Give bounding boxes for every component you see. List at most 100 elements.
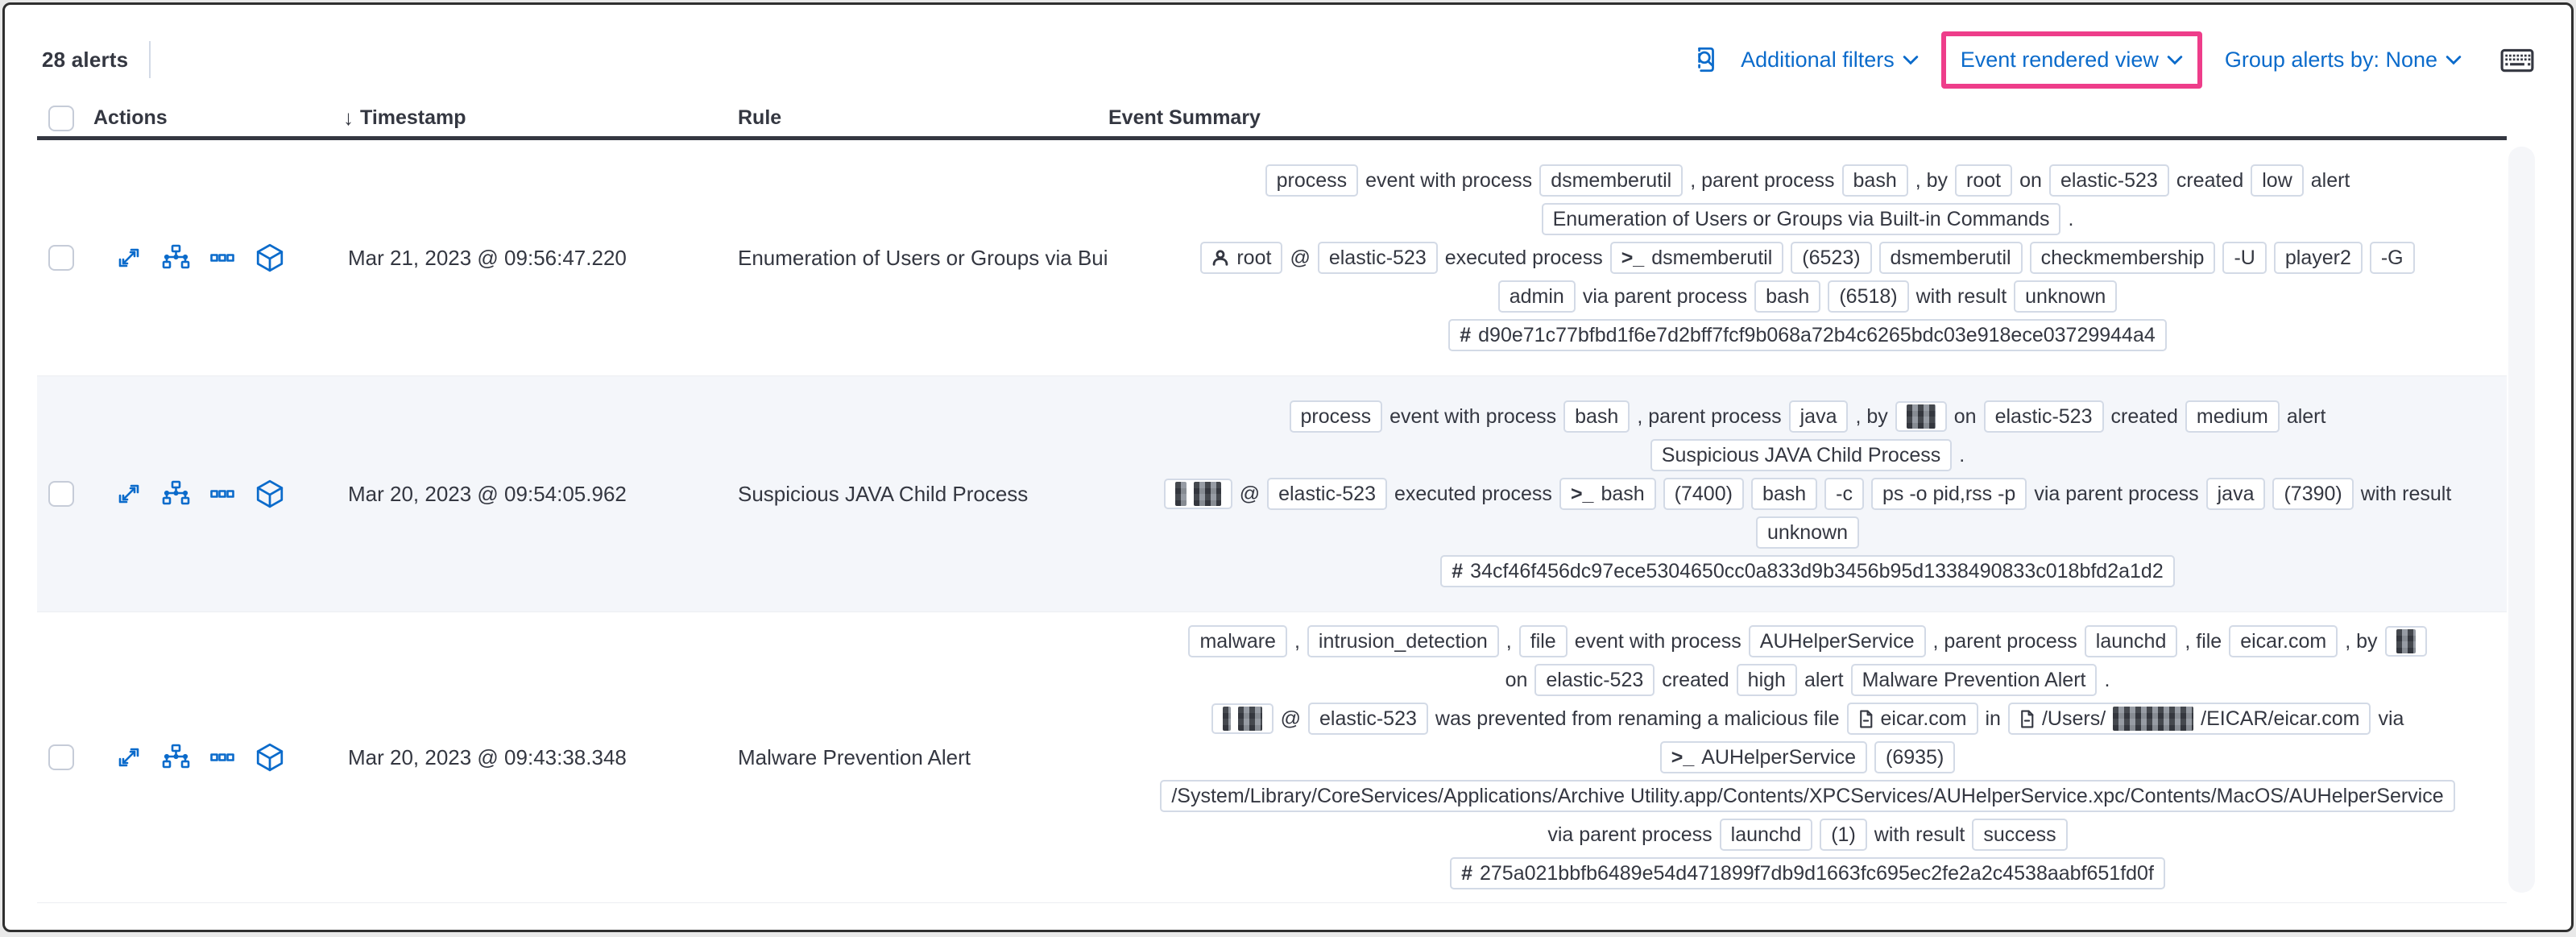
badge-text: (1) (1831, 823, 1856, 846)
badge-text: (6518) (1839, 285, 1898, 308)
badge-text: -G (2380, 247, 2404, 269)
rule-cell[interactable]: Malware Prevention Alert (738, 744, 971, 769)
summary-text: via (2378, 707, 2404, 730)
expand-icon (118, 248, 139, 267)
badge-text: process (1300, 405, 1372, 428)
terminal-icon: >_ (1671, 746, 1695, 769)
event-summary-badge: intrusion_detection (1307, 625, 1499, 657)
investigate-in-timeline-icon (256, 743, 284, 772)
timestamp-cell: Mar 20, 2023 @ 09:54:05.962 (348, 481, 627, 506)
summary-text: with result (1874, 823, 1965, 846)
summary-text: , by (1855, 404, 1888, 428)
event-summary-badge: player2 (2273, 242, 2363, 274)
analyzer-button[interactable] (161, 243, 190, 272)
event-summary-badge: (1) (1820, 819, 1867, 851)
event-summary-badge: bash (1841, 164, 1908, 197)
summary-text: @ (1280, 707, 1301, 730)
event-summary-badge: elastic-523 (1307, 703, 1428, 735)
row-checkbox[interactable] (48, 481, 74, 507)
event-summary-badge: launchd (2084, 625, 2178, 657)
column-header-timestamp[interactable]: ↓ Timestamp (343, 106, 466, 130)
expand-icon (118, 484, 139, 504)
select-all-checkbox[interactable] (48, 105, 74, 131)
vertical-scrollbar[interactable] (2508, 147, 2535, 893)
hash-icon: # (1460, 324, 1472, 346)
sort-descending-icon: ↓ (343, 106, 354, 130)
keyboard-shortcuts-button[interactable] (2500, 47, 2534, 73)
summary-text: created (1662, 668, 1729, 691)
summary-text: on (1505, 668, 1528, 691)
analyzer-button[interactable] (161, 479, 190, 508)
expand-button[interactable] (114, 479, 143, 508)
badge-text: unknown (1766, 521, 1849, 544)
terminal-icon: >_ (1621, 247, 1645, 269)
event-summary-badge: AUHelperService (1748, 625, 1926, 657)
event-summary-badge: process (1265, 164, 1359, 197)
analyzer-icon (162, 480, 190, 505)
group-alerts-by-button[interactable]: Group alerts by: None (2225, 48, 2462, 73)
event-summary-badge: unknown (2014, 280, 2118, 313)
timestamp-cell: Mar 20, 2023 @ 09:43:38.348 (348, 744, 627, 769)
investigate-in-timeline-icon (256, 479, 284, 508)
expand-button[interactable] (114, 743, 143, 772)
badge-text: process (1276, 169, 1348, 192)
table-header-row: Actions ↓ Timestamp Rule Event Summary (37, 100, 2507, 140)
more-actions-icon (210, 753, 234, 761)
expand-button[interactable] (114, 243, 143, 272)
redacted-value (2396, 629, 2416, 653)
event-summary-badge: /Users//EICAR/eicar.com (2007, 703, 2371, 735)
analyzer-button[interactable] (161, 743, 190, 772)
event-summary-badge: low (2251, 164, 2304, 197)
additional-filters-button[interactable]: Additional filters (1741, 48, 1919, 73)
summary-text: via parent process (2034, 482, 2199, 505)
event-summary-badge: (7400) (1663, 478, 1744, 510)
badge-text: bash (1762, 483, 1807, 505)
inspect-button[interactable] (1691, 45, 1720, 74)
summary-text: event with process (1365, 168, 1533, 192)
view-selector-button[interactable]: Event rendered view (1961, 48, 2183, 73)
row-actions (93, 742, 343, 773)
badge-text: admin (1509, 285, 1564, 308)
summary-text: was prevented from renaming a malicious … (1435, 707, 1840, 730)
badge-text: bash (1766, 285, 1810, 308)
event-summary-badge: java (2205, 478, 2266, 510)
event-summary-badge: #275a021bbfb6489e54d471899f7db9d1663fc69… (1450, 857, 2165, 889)
rule-cell[interactable]: Suspicious JAVA Child Process (738, 481, 1029, 506)
badge-text: eicar.com (1880, 707, 1967, 730)
event-summary-badge: medium (2185, 400, 2280, 433)
event-summary-badge: root (1955, 164, 2013, 197)
badge-text: (6523) (1802, 247, 1861, 269)
more-actions-button[interactable] (208, 243, 237, 272)
badge-text: elastic-523 (2060, 169, 2158, 192)
investigate-in-timeline-button[interactable] (255, 742, 285, 773)
more-actions-button[interactable] (208, 479, 237, 508)
event-summary-badge: elastic-523 (1983, 400, 2104, 433)
event-summary-badge: malware (1188, 625, 1287, 657)
column-header-rule[interactable]: Rule (738, 106, 782, 129)
alerts-toolbar: 28 alerts Additional filters Event rende… (5, 5, 2571, 100)
badge-text: Suspicious JAVA Child Process (1661, 444, 1941, 466)
redacted-value (1222, 707, 1231, 731)
hash-icon: # (1461, 862, 1472, 885)
rule-cell[interactable]: Enumeration of Users or Groups via Bui (738, 245, 1108, 270)
analyzer-icon (162, 744, 190, 769)
event-summary-badge: ps -o pid,rss -p (1870, 478, 2027, 510)
row-checkbox[interactable] (48, 245, 74, 271)
badge-text: elastic-523 (1328, 247, 1427, 269)
investigate-in-timeline-button[interactable] (255, 479, 285, 509)
column-header-actions: Actions (93, 106, 168, 129)
event-summary-badge (1211, 703, 1274, 734)
more-actions-button[interactable] (208, 743, 237, 772)
investigate-in-timeline-button[interactable] (255, 243, 285, 273)
badge-text: AUHelperService (1759, 630, 1915, 653)
row-checkbox[interactable] (48, 744, 74, 770)
badge-text: elastic-523 (1546, 669, 1644, 691)
event-summary-badge: high (1736, 664, 1797, 696)
summary-text: with result (1915, 284, 2007, 308)
